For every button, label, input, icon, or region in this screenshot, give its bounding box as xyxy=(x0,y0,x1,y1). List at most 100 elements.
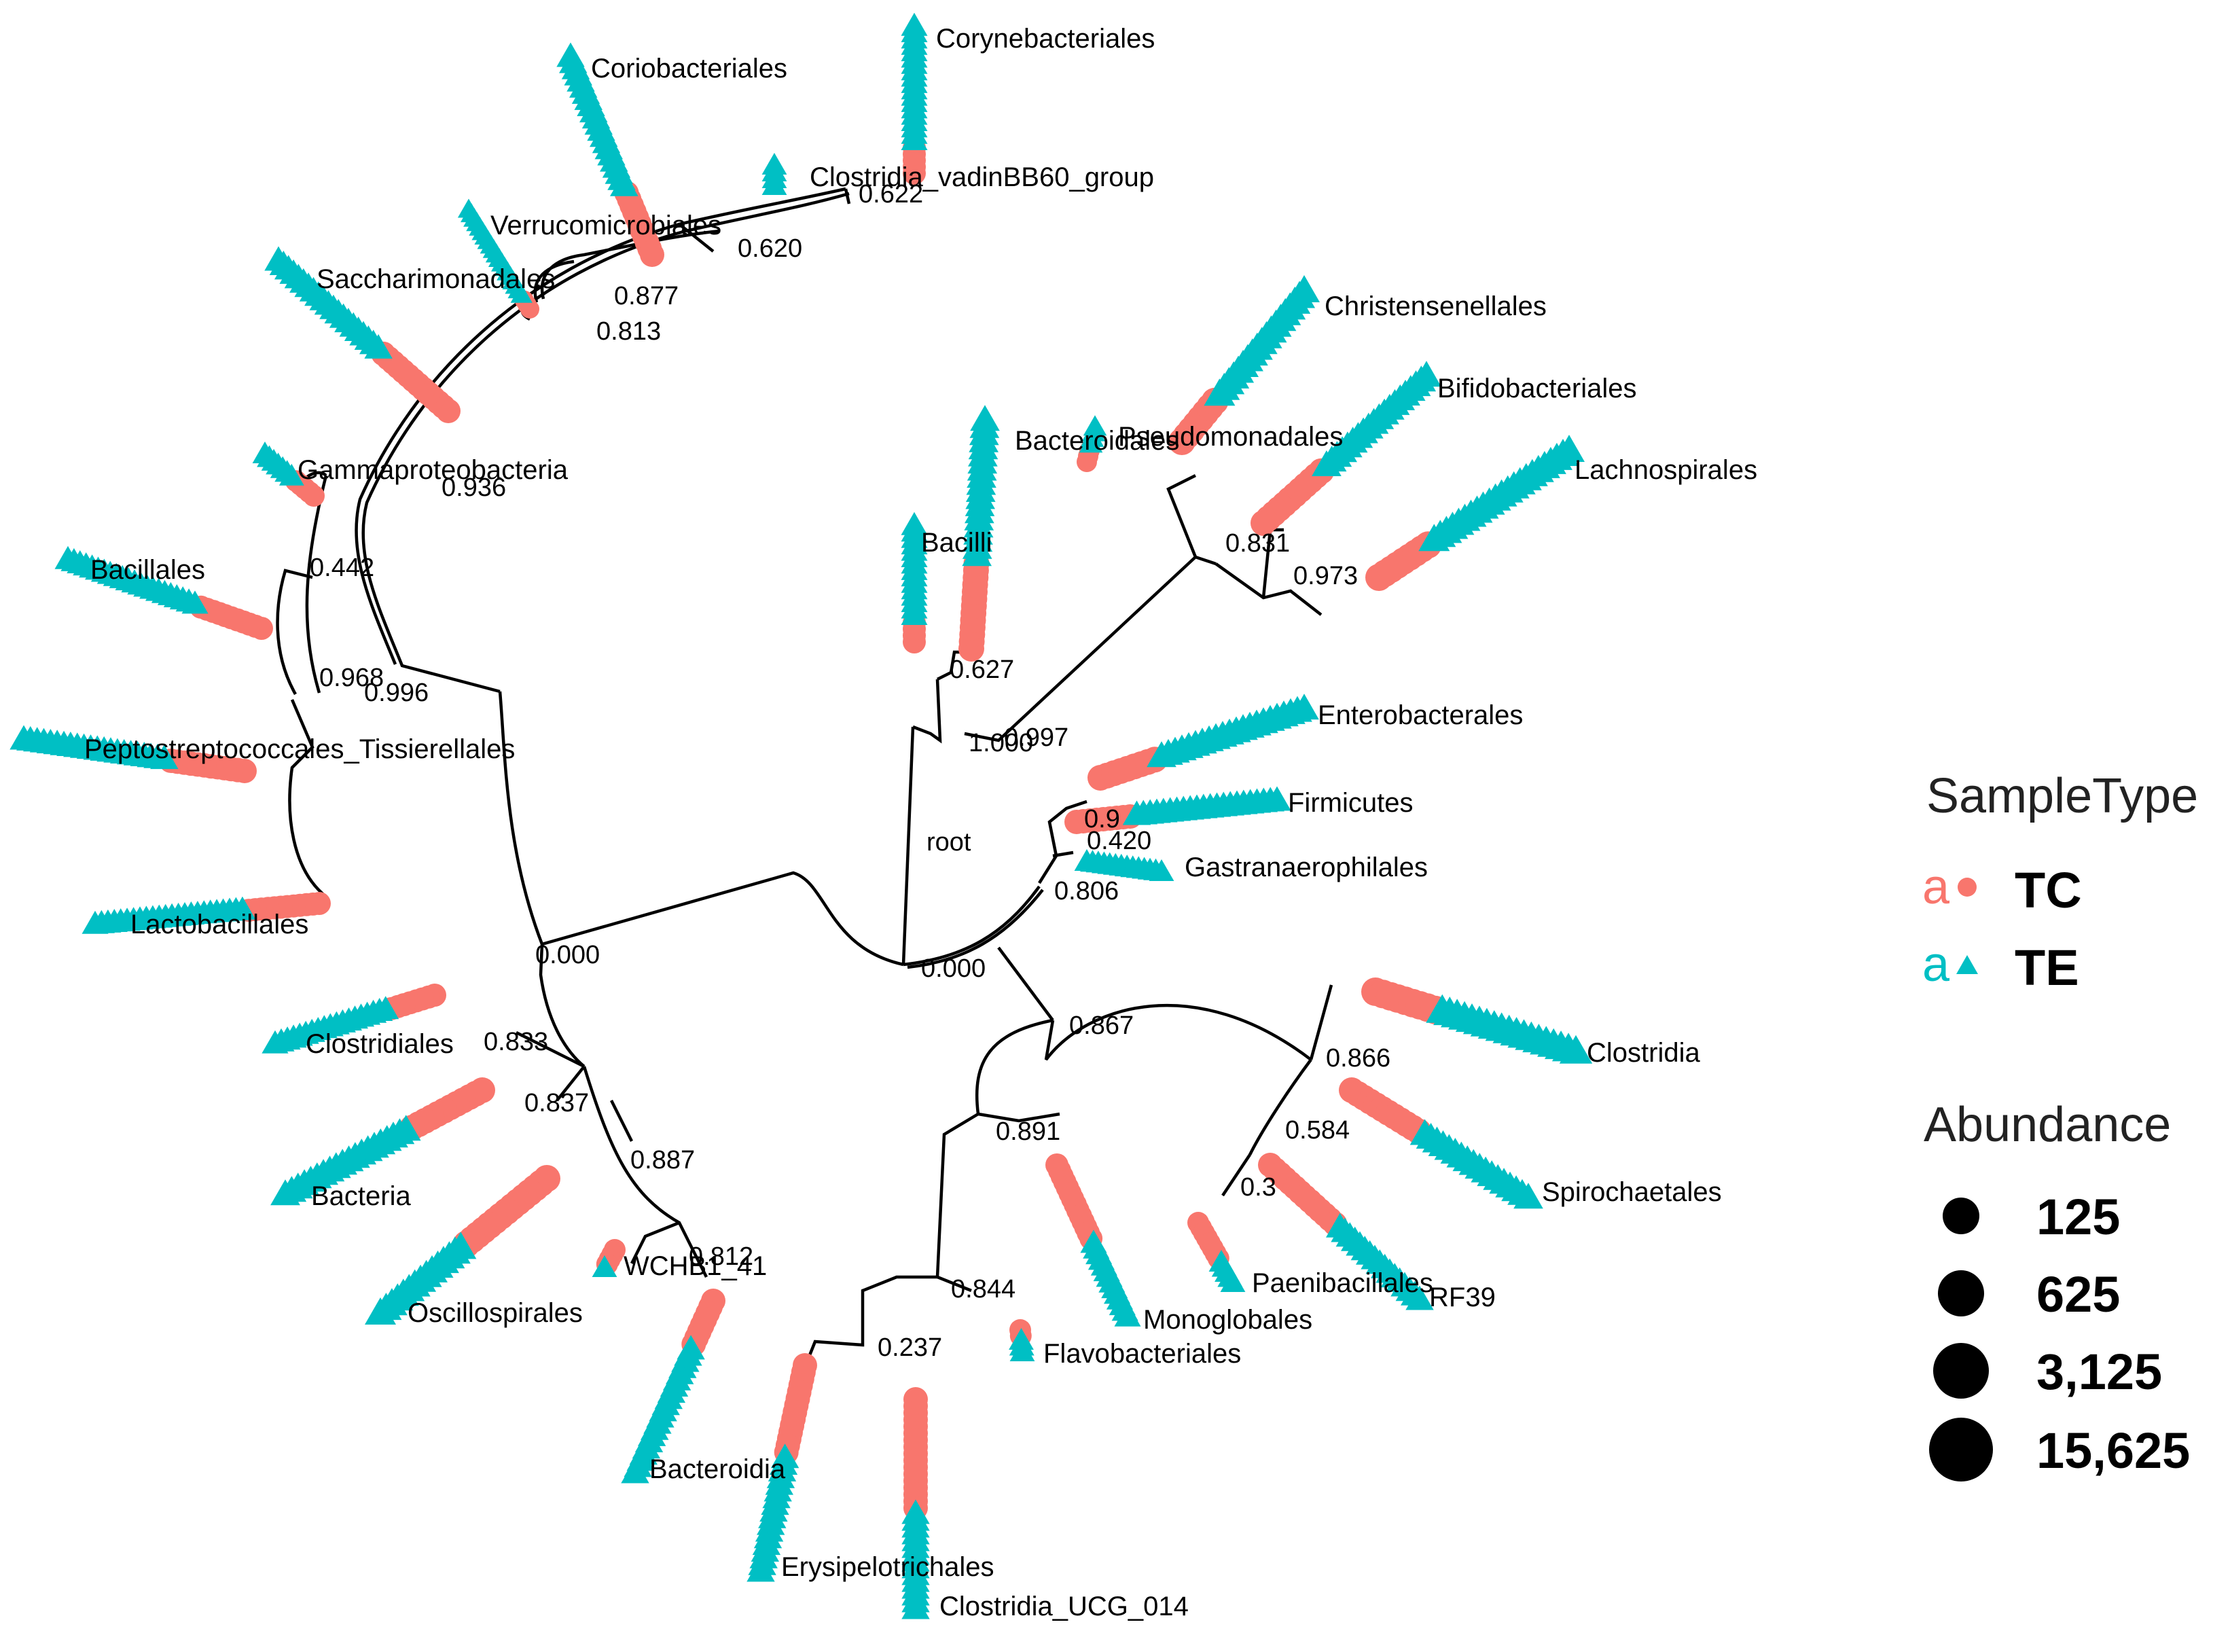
tree-branch xyxy=(540,229,721,300)
tip-label-erysipelotrichales: Erysipelotrichales xyxy=(781,1552,994,1582)
tip-label-peptostreptococcales-tissierellales: Peptostreptococcales_Tissierellales xyxy=(84,734,515,764)
abundance-markers xyxy=(10,12,1593,1619)
te-abundance-triangle xyxy=(1405,1285,1434,1310)
tip-marker-ribbon xyxy=(252,442,325,507)
tree-branch xyxy=(901,726,915,965)
tree-branch xyxy=(1166,473,1198,558)
legend-abundance-15625-label: 15,625 xyxy=(2036,1422,2190,1479)
tip-marker-ribbon xyxy=(592,1239,626,1277)
legend-te-triangle-icon xyxy=(1956,955,1978,974)
tree-branch xyxy=(977,1112,1060,1123)
tip-marker-ribbon xyxy=(1168,275,1320,455)
node-label: 0.237 xyxy=(878,1333,942,1362)
legend-abundance-625-icon xyxy=(1938,1270,1984,1316)
tip-label-saccharimonadales: Saccharimonadales xyxy=(317,264,555,294)
legend: SampleType a TC a TE Abundance 125 625 3… xyxy=(1922,769,2198,1482)
tree-branch xyxy=(355,187,846,665)
legend-abundance-3125-label: 3,125 xyxy=(2036,1344,2162,1400)
tip-label-flavobacteriales: Flavobacteriales xyxy=(1043,1339,1241,1369)
tip-label-monoglobales: Monoglobales xyxy=(1143,1305,1312,1335)
tip-label-coriobacteriales: Coriobacteriales xyxy=(591,54,787,84)
tree-branch xyxy=(1044,1003,1312,1061)
tip-marker-ribbon xyxy=(1074,849,1174,881)
tree-branch xyxy=(964,555,1217,742)
tree-branch xyxy=(997,946,1054,1022)
te-abundance-triangle xyxy=(1083,415,1107,436)
tip-label-spirochaetales: Spirochaetales xyxy=(1542,1177,1722,1207)
tree-branch xyxy=(903,885,1041,967)
te-abundance-triangle xyxy=(901,12,928,36)
te-abundance-triangle xyxy=(1553,435,1585,462)
te-abundance-triangle xyxy=(1149,859,1174,881)
node-label: 0.620 xyxy=(738,234,802,263)
legend-te-glyph: a xyxy=(1922,937,1950,992)
tree-branch xyxy=(541,871,904,967)
te-abundance-triangle xyxy=(1263,786,1291,811)
tip-label-clostridia-ucg-014: Clostridia_UCG_014 xyxy=(939,1592,1189,1621)
te-abundance-triangle xyxy=(82,910,109,934)
te-abundance-triangle xyxy=(252,442,278,463)
node-label-root: root xyxy=(927,828,971,857)
tree-branch xyxy=(907,888,1044,969)
tip-marker-ribbon xyxy=(1187,1212,1246,1292)
tip-label-corynebacteriales: Corynebacteriales xyxy=(936,24,1155,54)
tree-branch xyxy=(844,188,851,204)
tip-label-bifidobacteriales: Bifidobacteriales xyxy=(1437,374,1637,403)
node-label: 0.844 xyxy=(951,1275,1015,1304)
node-label: 0.968 xyxy=(319,664,384,692)
node-label: 0.000 xyxy=(535,941,600,969)
tip-marker-ribbon xyxy=(10,725,257,783)
legend-abundance-15625-icon xyxy=(1929,1418,1993,1482)
tip-marker-ribbon xyxy=(958,405,1000,662)
node-label: 0.837 xyxy=(524,1089,589,1117)
tip-marker-ribbon xyxy=(901,1387,930,1619)
tree-branch xyxy=(582,1066,708,1278)
tree-labels: Corynebacteriales Clostridia_vadinBB60_g… xyxy=(84,24,1757,1621)
tip-label-pseudomonadales: Pseudomonadales xyxy=(1118,422,1343,452)
tip-label-lachnospirales: Lachnospirales xyxy=(1575,455,1757,485)
te-abundance-triangle xyxy=(621,1458,649,1484)
tree-branch xyxy=(1221,1153,1251,1197)
te-abundance-triangle xyxy=(761,153,787,175)
te-abundance-triangle xyxy=(1289,694,1319,720)
te-abundance-triangle xyxy=(365,1297,396,1325)
tip-label-gammaproteobacteria: Gammaproteobacteria xyxy=(298,455,569,485)
tip-marker-ribbon xyxy=(761,153,787,195)
te-abundance-triangle xyxy=(262,1030,289,1054)
node-label: 0.3 xyxy=(1240,1173,1276,1202)
tip-label-bacteria: Bacteria xyxy=(311,1181,411,1211)
node-label: 0.627 xyxy=(950,656,1014,684)
node-label: 0.867 xyxy=(1069,1011,1134,1040)
tip-label-lactobacillales: Lactobacillales xyxy=(130,910,308,939)
node-label: 0.997 xyxy=(1004,723,1068,752)
tip-label-christensenellales: Christensenellales xyxy=(1325,291,1547,321)
te-abundance-triangle xyxy=(1114,1303,1141,1327)
tip-label-verrucomicrobiales: Verrucomicrobiales xyxy=(490,211,721,240)
te-abundance-triangle xyxy=(264,246,293,271)
te-abundance-triangle xyxy=(54,545,82,569)
tip-marker-ribbon xyxy=(1361,977,1593,1064)
node-label: 0.973 xyxy=(1293,562,1358,590)
tip-label-bacillales: Bacillales xyxy=(90,555,205,585)
tree-branch xyxy=(1248,1058,1312,1156)
tree-branch xyxy=(361,192,850,694)
tip-label-enterobacterales: Enterobacterales xyxy=(1318,700,1523,730)
node-label: 0.812 xyxy=(689,1242,753,1271)
tip-marker-ribbon xyxy=(270,1077,495,1206)
node-label: 0.420 xyxy=(1087,827,1151,855)
tip-marker-ribbon xyxy=(1258,1153,1434,1310)
te-abundance-triangle xyxy=(901,1594,930,1619)
legend-abundance-125-label: 125 xyxy=(2036,1189,2120,1245)
tree-branch xyxy=(609,1099,634,1143)
tip-label-clostridia: Clostridia xyxy=(1587,1038,1700,1068)
legend-tc-glyph: a xyxy=(1922,860,1950,914)
legend-abundance-3125-icon xyxy=(1933,1343,1989,1399)
legend-tc-label: TC xyxy=(2015,862,2082,918)
tip-label-bacilli: Bacilli xyxy=(921,528,992,558)
tip-label-gastranaerophilales: Gastranaerophilales xyxy=(1185,852,1428,882)
tip-marker-ribbon xyxy=(1009,1319,1035,1361)
node-label: 0.622 xyxy=(859,180,923,209)
tree-branches xyxy=(276,187,1333,1359)
node-label: 0.000 xyxy=(921,954,986,983)
tree-branch xyxy=(305,475,328,694)
